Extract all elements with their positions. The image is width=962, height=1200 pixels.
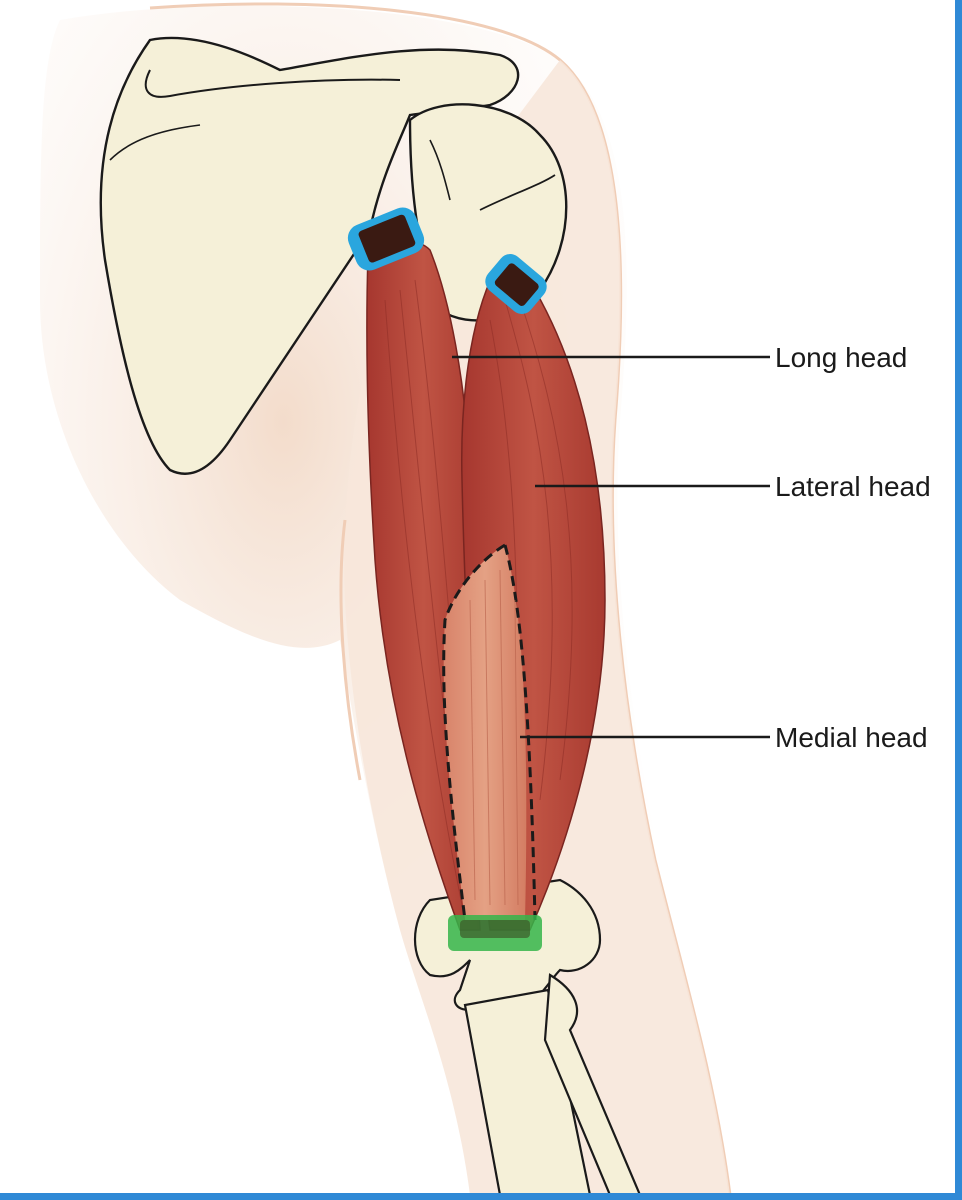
frame-border-bottom bbox=[0, 1193, 962, 1200]
lateral-head-label: Lateral head bbox=[775, 471, 931, 502]
medial-head-label: Medial head bbox=[775, 722, 928, 753]
insertion-marker bbox=[448, 915, 542, 951]
medial-head-muscle bbox=[443, 545, 527, 920]
long-head-label: Long head bbox=[775, 342, 907, 373]
frame-border-right bbox=[955, 0, 962, 1200]
triceps-muscle bbox=[366, 240, 606, 931]
origin-markers bbox=[347, 207, 547, 314]
